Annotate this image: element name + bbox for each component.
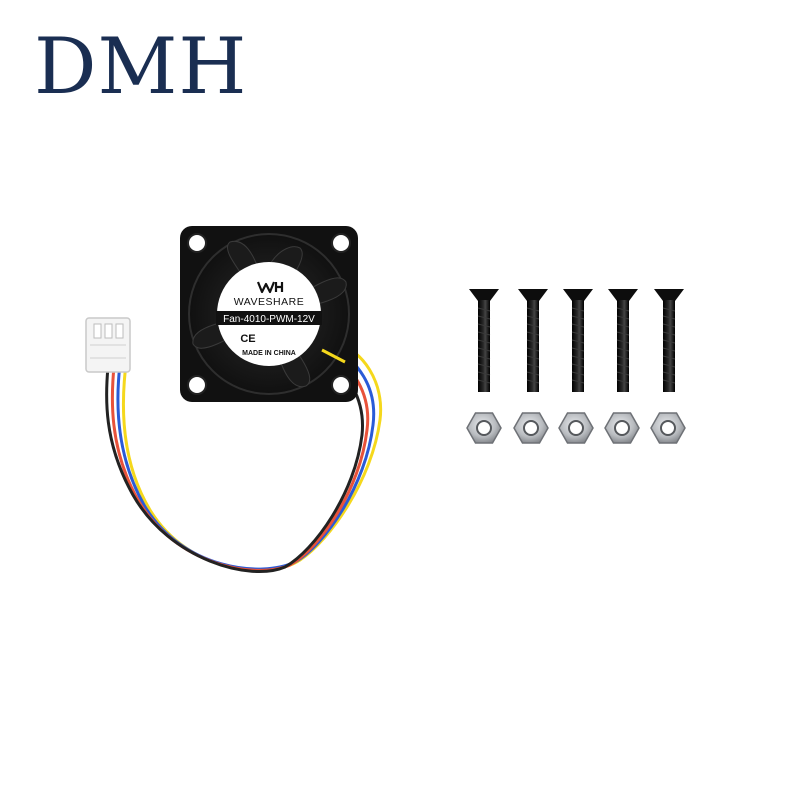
wire-black	[105, 348, 364, 573]
mount-hole	[187, 233, 207, 253]
cooling-fan: WAVESHARE Fan-4010-PWM-12V CE MADE IN CH…	[180, 226, 358, 402]
fan-origin: MADE IN CHINA	[242, 350, 296, 357]
fan-brand: WAVESHARE	[234, 296, 304, 308]
hex-nut	[513, 412, 549, 444]
mount-hole	[331, 375, 351, 395]
hex-nut	[466, 412, 502, 444]
nuts	[466, 412, 686, 444]
screw	[563, 289, 593, 392]
fan-connector	[85, 317, 131, 373]
fan-model: Fan-4010-PWM-12V	[223, 314, 315, 325]
mount-hole	[187, 375, 207, 395]
screw	[608, 289, 638, 392]
screw	[654, 289, 684, 392]
brand-logo: DMH	[34, 22, 248, 112]
ce-mark: CE	[240, 333, 255, 345]
screw	[469, 289, 499, 392]
waveshare-logo-icon	[256, 281, 284, 294]
hex-nut	[604, 412, 640, 444]
mount-hole	[331, 233, 351, 253]
fan-cable	[105, 343, 383, 573]
hex-nut	[650, 412, 686, 444]
screw	[518, 289, 548, 392]
screws	[469, 289, 684, 392]
hex-nut	[558, 412, 594, 444]
